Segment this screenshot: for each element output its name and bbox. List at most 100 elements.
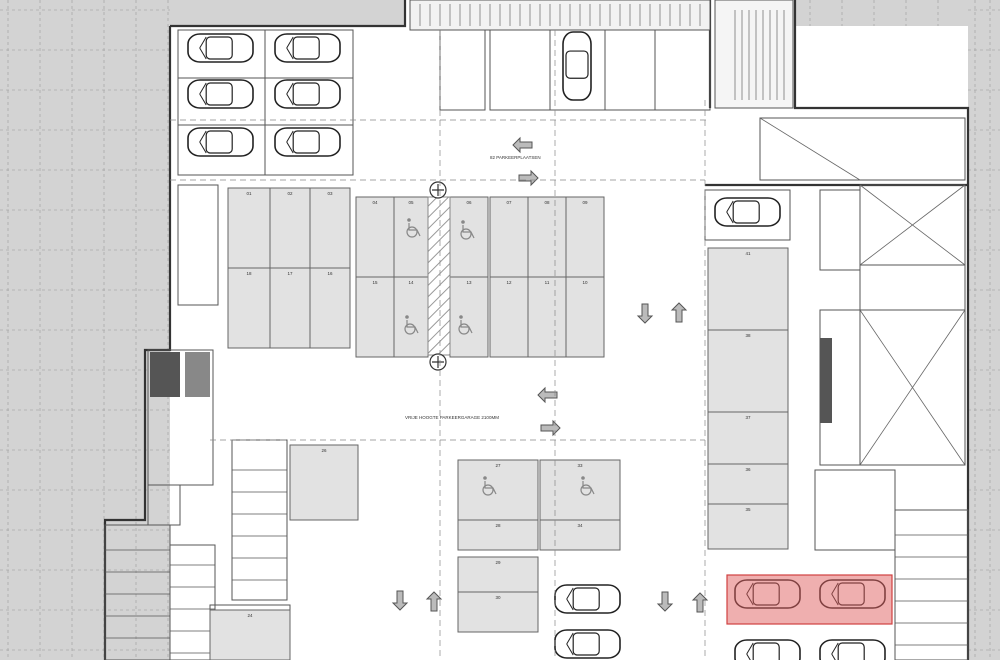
wheelchair-icon bbox=[404, 315, 419, 335]
parking-bay-11 bbox=[527, 276, 567, 358]
bay-number-03: 03 bbox=[327, 191, 333, 196]
parking-bay-10 bbox=[565, 276, 605, 358]
parking-bay-04 bbox=[355, 196, 395, 278]
bay-number-38: 38 bbox=[745, 333, 751, 338]
parking-rows-top-left bbox=[177, 29, 354, 176]
parking-bay-14 bbox=[393, 276, 429, 358]
bay-number-29: 29 bbox=[495, 560, 501, 565]
parking-bay-26 bbox=[289, 444, 359, 521]
bay-number-27: 27 bbox=[495, 463, 501, 468]
bay-number-14: 14 bbox=[408, 280, 414, 285]
wheelchair-icon bbox=[458, 315, 473, 335]
highlighted-parking-area bbox=[726, 574, 893, 625]
stair-steps bbox=[734, 10, 785, 100]
parking-bay-07 bbox=[489, 196, 529, 278]
car-icon bbox=[187, 33, 254, 63]
bay-number-04: 04 bbox=[372, 200, 378, 205]
parking-bay-08 bbox=[527, 196, 567, 278]
car-icon bbox=[274, 79, 341, 109]
parking-bay-18 bbox=[227, 267, 271, 349]
bay-number-11: 11 bbox=[545, 280, 550, 285]
direction-arrow-icon bbox=[391, 590, 409, 611]
parking-bay-02 bbox=[269, 187, 311, 269]
bay-number-17: 17 bbox=[287, 271, 293, 276]
outside-area-east bbox=[968, 0, 1000, 660]
stairwell-top-right bbox=[714, 0, 794, 109]
parking-bay-33 bbox=[539, 459, 621, 521]
direction-arrow-icon bbox=[636, 303, 654, 324]
bay-number-36: 36 bbox=[745, 467, 751, 472]
car-icon bbox=[554, 584, 621, 614]
bay-number-12: 12 bbox=[506, 280, 512, 285]
car-icon bbox=[187, 127, 254, 157]
parking-bay-09 bbox=[565, 196, 605, 278]
car-icon bbox=[187, 79, 254, 109]
cross-bracing bbox=[759, 117, 966, 466]
direction-arrow-icon bbox=[670, 302, 688, 323]
direction-arrow-icon bbox=[512, 136, 533, 154]
direction-arrow-icon bbox=[425, 591, 443, 612]
wheelchair-icon bbox=[482, 476, 497, 496]
parking-bay-03 bbox=[309, 187, 351, 269]
parking-bay-12 bbox=[489, 276, 529, 358]
parking-bay-24 bbox=[209, 609, 291, 660]
bay-number-33: 33 bbox=[577, 463, 583, 468]
parking-bay-17 bbox=[269, 267, 311, 349]
parking-bay-41 bbox=[707, 247, 789, 331]
car-icon bbox=[734, 639, 801, 660]
north-marker-top bbox=[429, 181, 447, 199]
bay-number-07: 07 bbox=[506, 200, 512, 205]
bay-number-34: 34 bbox=[577, 523, 583, 528]
bay-number-26: 26 bbox=[321, 448, 327, 453]
car-icon bbox=[562, 31, 592, 101]
dark-shaft-mid bbox=[820, 338, 832, 423]
car-icon bbox=[274, 33, 341, 63]
bay-number-28: 28 bbox=[495, 523, 501, 528]
note-clearance: VRIJE HOOGTE PARKEERGARAGE 2100MM bbox=[405, 415, 499, 420]
dark-shaft-left bbox=[150, 352, 180, 397]
axis-lines bbox=[170, 30, 710, 660]
direction-arrow-icon bbox=[518, 169, 539, 187]
parking-bay-35 bbox=[707, 503, 789, 550]
service-rooms-right bbox=[759, 117, 969, 660]
parking-bay-13 bbox=[449, 276, 489, 358]
bay-number-37: 37 bbox=[745, 415, 751, 420]
bay-number-30: 30 bbox=[495, 595, 501, 600]
parking-bay-34 bbox=[539, 519, 621, 551]
parking-bay-15 bbox=[355, 276, 395, 358]
parking-bays bbox=[209, 187, 789, 660]
parking-bay-01 bbox=[227, 187, 271, 269]
bay-number-09: 09 bbox=[582, 200, 588, 205]
wheelchair-icon bbox=[580, 476, 595, 496]
car-icon bbox=[274, 127, 341, 157]
north-marker-bottom bbox=[429, 353, 447, 371]
wheelchair-symbols bbox=[404, 218, 595, 496]
parking-bay-06 bbox=[449, 196, 489, 278]
car-icon bbox=[714, 197, 781, 227]
parking-bay-16 bbox=[309, 267, 351, 349]
bay-number-41: 41 bbox=[745, 251, 751, 256]
note-parking-count: 82 PARKEERPLAATSEN bbox=[490, 155, 541, 160]
ramp-hatching bbox=[419, 4, 701, 26]
bay-number-10: 10 bbox=[582, 280, 588, 285]
direction-arrow-icon bbox=[656, 591, 674, 612]
parking-bay-37 bbox=[707, 411, 789, 465]
bay-number-13: 13 bbox=[466, 280, 472, 285]
parking-bay-28 bbox=[457, 519, 539, 551]
parking-bay-36 bbox=[707, 463, 789, 505]
dark-shaft-right bbox=[185, 352, 210, 397]
outside-area-southwest bbox=[0, 440, 105, 660]
bay-number-06: 06 bbox=[466, 200, 472, 205]
parking-bay-27 bbox=[457, 459, 539, 521]
car-icon bbox=[819, 639, 886, 660]
bay-number-16: 16 bbox=[327, 271, 333, 276]
parking-bay-38 bbox=[707, 329, 789, 413]
parking-bay-29 bbox=[457, 556, 539, 593]
bay-number-18: 18 bbox=[246, 271, 252, 276]
parking-bay-30 bbox=[457, 591, 539, 633]
bay-number-35: 35 bbox=[745, 507, 751, 512]
bay-number-01: 01 bbox=[246, 191, 252, 196]
